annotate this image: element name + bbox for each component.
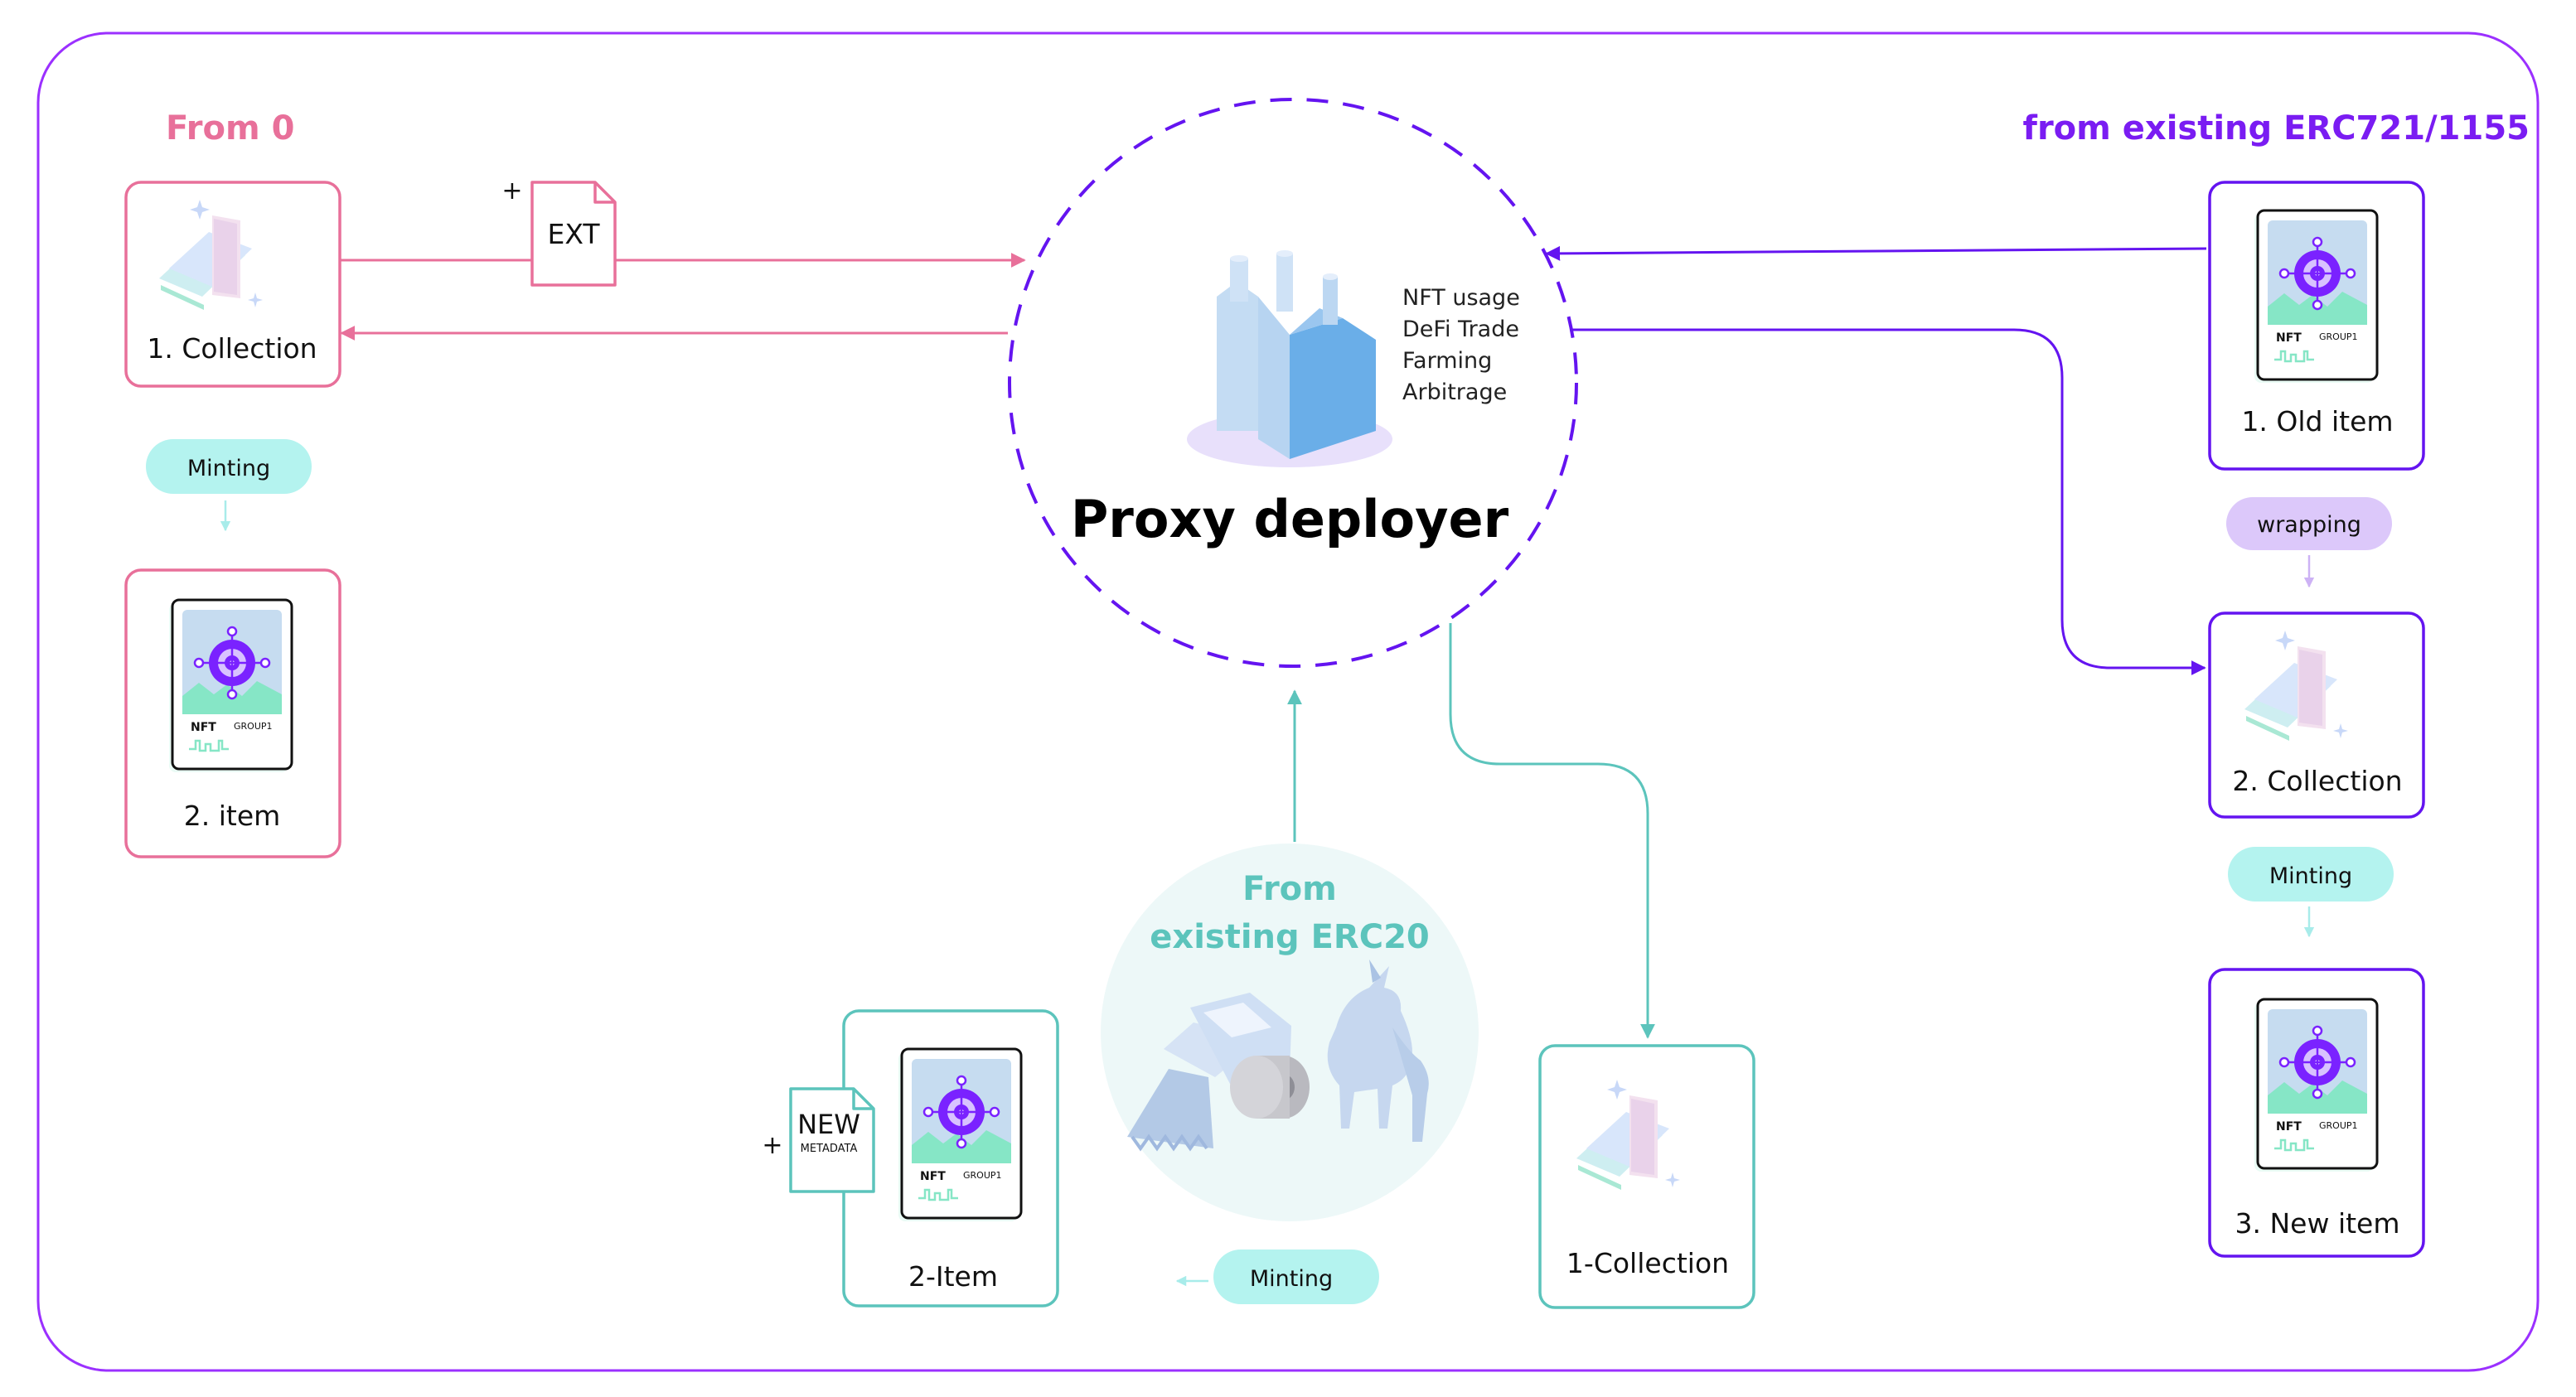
nft-card-group: GROUP1 <box>963 1170 1002 1181</box>
minting-label-right: Minting <box>2269 863 2352 889</box>
nft-card-brand: NFT <box>2276 1120 2302 1134</box>
right-collection-box: 2. Collection <box>2208 611 2425 819</box>
bottom-collection-label: 1-Collection <box>1566 1247 1729 1279</box>
ext-document: EXT <box>530 181 617 287</box>
bottom-collection-box: 1-Collection <box>1538 1044 1755 1309</box>
new-document-label: NEW <box>797 1109 860 1140</box>
nft-card-brand: NFT <box>920 1170 946 1183</box>
nft-card-group: GROUP1 <box>2319 1120 2358 1131</box>
section-title-erc20-line1: From <box>1242 870 1337 908</box>
hub-use-4: Arbitrage <box>1402 379 1507 405</box>
bottom-item-box: NFT GROUP1 2-Item <box>842 1009 1059 1308</box>
minting-badge-bottom: Minting <box>1213 1250 1379 1304</box>
minting-label-bottom: Minting <box>1250 1266 1333 1292</box>
right-collection-label: 2. Collection <box>2232 765 2402 797</box>
left-collection-box: 1. Collection <box>124 181 341 388</box>
hub-use-3: Farming <box>1402 348 1492 374</box>
left-item-box: NFT GROUP1 2. item <box>124 568 341 858</box>
wrapping-label: wrapping <box>2257 512 2361 538</box>
wrapping-badge: wrapping <box>2226 497 2392 550</box>
right-old-item-label: 1. Old item <box>2241 405 2393 437</box>
minting-label-left: Minting <box>187 456 270 481</box>
factory-icon <box>1187 250 1392 467</box>
arrow-hub-to-bottom-collection <box>1449 623 1655 1039</box>
left-collection-label: 1. Collection <box>147 332 317 365</box>
nft-card-group: GROUP1 <box>2319 331 2358 342</box>
hub-title: Proxy deployer <box>1071 489 1509 549</box>
section-title-from-erc721: from existing ERC721/1155 <box>2023 109 2530 147</box>
minting-badge-right: Minting <box>2228 847 2394 902</box>
section-title-from-zero: From 0 <box>166 109 294 147</box>
ext-document-label: EXT <box>547 218 600 250</box>
proxy-deployer-boundary <box>1008 98 1578 668</box>
new-metadata-document: NEW METADATA <box>789 1087 875 1193</box>
minting-badge-left: Minting <box>146 439 312 494</box>
metadata-document-label: METADATA <box>801 1143 858 1155</box>
right-new-item-label: 3. New item <box>2235 1207 2400 1240</box>
right-new-item-box: NFT GROUP1 3. New item <box>2208 968 2425 1258</box>
outer-frame <box>36 31 2540 1372</box>
section-title-erc20-line2: existing ERC20 <box>1150 918 1429 956</box>
hub-use-1: NFT usage <box>1402 285 1520 311</box>
nft-card-icon <box>2253 998 2379 1173</box>
left-item-label: 2. item <box>184 800 281 832</box>
hub-use-2: DeFi Trade <box>1402 317 1519 342</box>
new-metadata-plus-sign: + <box>762 1131 782 1160</box>
nft-card-icon <box>167 598 293 774</box>
nft-card-icon <box>897 1047 1023 1223</box>
arrow-hub-to-right-collection <box>1570 328 2206 675</box>
nft-card-brand: NFT <box>2276 331 2302 345</box>
ext-plus-sign: + <box>501 176 522 205</box>
nft-card-icon <box>2253 209 2379 384</box>
nft-card-brand: NFT <box>191 721 216 734</box>
bottom-item-label: 2-Item <box>908 1260 998 1293</box>
right-old-item-box: NFT GROUP1 1. Old item <box>2208 181 2425 471</box>
bulldozer-icon <box>1127 993 1310 1152</box>
nft-card-group: GROUP1 <box>234 721 273 732</box>
unicorn-icon <box>1327 960 1429 1142</box>
arrow-old-item-to-hub <box>1545 245 2207 261</box>
